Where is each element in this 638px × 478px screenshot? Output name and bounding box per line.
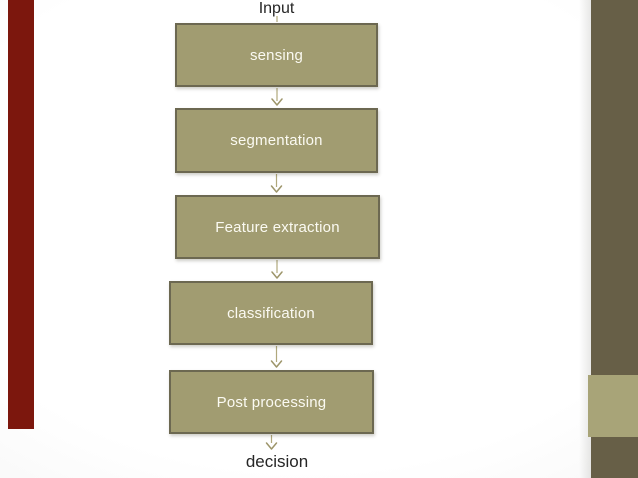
flow-box-segmentation: segmentation	[175, 108, 378, 173]
flow-box-post-processing: Post processing	[169, 370, 374, 434]
flow-box-feature-extraction: Feature extraction	[175, 195, 380, 259]
left-accent-bar	[8, 0, 34, 429]
arrow-postprocessing-to-decision	[265, 435, 278, 450]
arrow-segmentation-to-feature	[270, 174, 283, 193]
arrow-classification-to-postprocessing	[270, 346, 283, 368]
arrow-feature-to-classification	[271, 260, 283, 279]
arrow-sensing-to-segmentation	[271, 88, 283, 106]
right-bar-shadow	[579, 0, 591, 478]
flow-output-label: decision	[245, 452, 309, 471]
flow-box-classification: classification	[169, 281, 373, 345]
right-accent-square	[588, 375, 638, 437]
flow-box-sensing: sensing	[175, 23, 378, 87]
flow-input-label: Input	[258, 0, 295, 17]
